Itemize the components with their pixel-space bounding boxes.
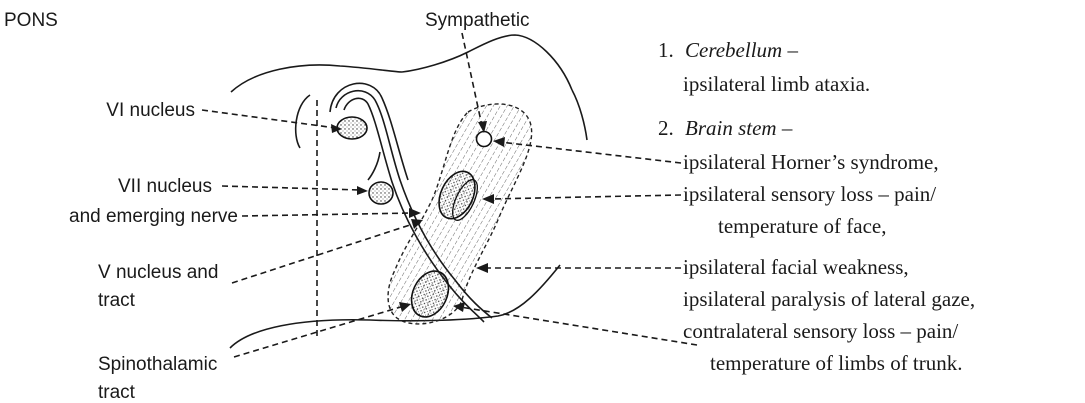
deficit-2-line-3: ipsilateral facial weakness,: [683, 255, 909, 279]
deficit-2-line-2: temperature of face,: [718, 214, 886, 238]
v-nucleus-label-line1: V nucleus and: [98, 262, 218, 283]
deficit-heading-2: 2. Brain stem –: [658, 116, 793, 140]
pons-left-contour: [296, 95, 310, 148]
deficit-2-line-0: ipsilateral Horner’s syndrome,: [683, 150, 939, 174]
deficit-1-heading: Cerebellum: [685, 38, 782, 62]
vii-nucleus-label-line2: and emerging nerve: [69, 206, 238, 227]
vii-nucleus-shape: [369, 182, 393, 204]
vi-nucleus-label: VI nucleus: [106, 100, 195, 121]
deficit-2-line-5: contralateral sensory loss – pain/: [683, 319, 958, 343]
deficit-2-heading: Brain stem: [685, 116, 777, 140]
spinothalamic-label-line2: tract: [98, 382, 136, 403]
deficit-1-number: 1.: [658, 38, 674, 62]
deficit-2-dash: –: [781, 116, 793, 140]
deficit-1-dash: –: [786, 38, 798, 62]
vii-nucleus-label-line1: VII nucleus: [118, 176, 212, 197]
pons-upper-contour: [231, 65, 402, 92]
deficit-list: 1. Cerebellum – ipsilateral limb ataxia.…: [658, 38, 975, 375]
spinothalamic-label-line1: Spinothalamic: [98, 354, 217, 375]
deficit-2-line-6: temperature of limbs of trunk.: [710, 351, 963, 375]
pons-right-contour: [572, 90, 587, 140]
deficit-2-number: 2.: [658, 116, 674, 140]
pons-title: PONS: [4, 10, 58, 31]
fourth-ventricle-contour: [402, 35, 572, 90]
sympathetic-tract-shape: [477, 132, 492, 147]
deficit-1-line: ipsilateral limb ataxia.: [683, 72, 870, 96]
deficit-2-line-1: ipsilateral sensory loss – pain/: [683, 182, 936, 206]
deficit-heading-1: 1. Cerebellum –: [658, 38, 798, 62]
vi-nucleus-shape: [337, 117, 367, 139]
v-nucleus-label-line2: tract: [98, 290, 136, 311]
sympathetic-label: Sympathetic: [425, 10, 530, 31]
deficit-2-line-4: ipsilateral paralysis of lateral gaze,: [683, 287, 975, 311]
